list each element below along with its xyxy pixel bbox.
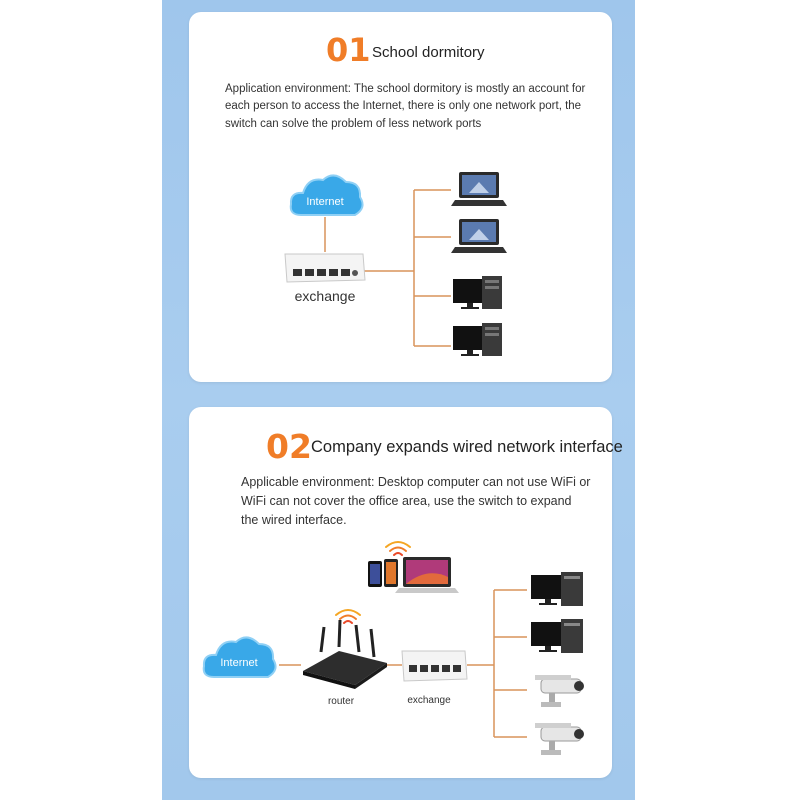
security-camera-icon: [535, 675, 584, 707]
cloud-label: Internet: [306, 196, 343, 208]
connector-lines: [279, 589, 527, 738]
laptop-icon: [451, 219, 507, 253]
dormitory-network-diagram: Internet exchange: [284, 172, 507, 356]
desktop-pc-icon: [531, 572, 583, 606]
cloud-icon: [289, 174, 364, 216]
company-network-diagram: Internet router exchange: [202, 541, 584, 755]
router-label: router: [328, 696, 355, 707]
wifi-icon: [335, 609, 361, 624]
switch-icon: [284, 253, 366, 283]
switch-label: exchange: [295, 288, 356, 304]
section-number: 02: [266, 427, 312, 466]
phone-icon: [384, 559, 398, 587]
cloud-label: Internet: [220, 657, 257, 669]
connector-lines: [324, 189, 451, 347]
section-title: Company expands wired network interface: [311, 438, 623, 456]
phone-icon: [368, 561, 382, 587]
switch-icon: [401, 650, 468, 682]
wifi-icon: [385, 541, 411, 556]
section-description: Application environment: The school dorm…: [225, 83, 586, 130]
laptop-icon: [451, 172, 507, 206]
security-camera-icon: [535, 723, 584, 755]
cloud-icon: [202, 636, 277, 678]
router-icon: [303, 619, 387, 689]
desktop-pc-icon: [531, 619, 583, 653]
switch-label: exchange: [407, 695, 451, 706]
desktop-pc-icon: [453, 323, 502, 356]
company-network-card: 02 Company expands wired network interfa…: [189, 407, 623, 778]
section-number: 01: [326, 31, 371, 69]
laptop-icon: [395, 557, 459, 593]
section-title: School dormitory: [372, 44, 485, 61]
school-dormitory-card: 01 School dormitory Application environm…: [189, 12, 612, 382]
desktop-pc-icon: [453, 276, 502, 309]
section-description: Applicable environment: Desktop computer…: [241, 475, 591, 527]
